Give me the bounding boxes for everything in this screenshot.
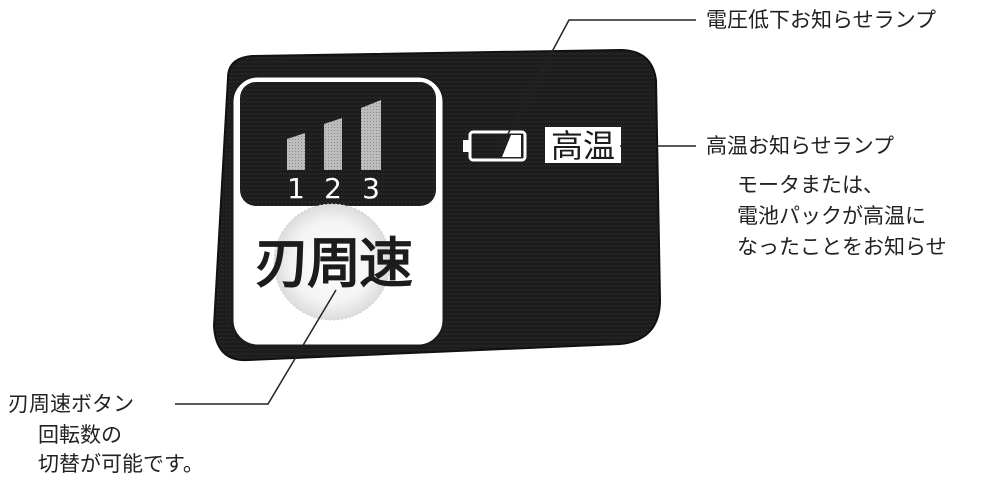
callout-speed-button-desc-1: 回転数の bbox=[38, 423, 122, 447]
speed-level-2: 2 bbox=[324, 172, 342, 205]
speed-bars-icon bbox=[287, 100, 381, 170]
speed-level-1: 1 bbox=[287, 172, 305, 205]
speed-bar-1 bbox=[287, 133, 305, 170]
leader-speed-button bbox=[175, 289, 337, 405]
callout-high-temp-desc-3: なったことをお知らせ bbox=[737, 235, 947, 259]
callout-speed-button-title: 刃周速ボタン bbox=[8, 392, 134, 416]
callout-low-voltage-title: 電圧低下お知らせランプ bbox=[706, 8, 936, 32]
high-temp-lamp-text: 高温 bbox=[551, 127, 615, 165]
callout-high-temp-desc-2: 電池パックが高温に bbox=[737, 204, 926, 228]
speed-button-label[interactable]: 刃周速 bbox=[255, 232, 415, 295]
callout-high-temp-title: 高温お知らせランプ bbox=[706, 134, 894, 158]
speed-bar-2 bbox=[324, 118, 342, 170]
callout-high-temp-desc-1: モータまたは、 bbox=[737, 173, 884, 197]
speed-button-glow[interactable] bbox=[273, 203, 391, 321]
callout-speed-button-desc-2: 切替が可能です。 bbox=[38, 452, 204, 476]
speed-bar-3 bbox=[361, 100, 381, 170]
battery-icon bbox=[463, 130, 527, 162]
leader-low-voltage bbox=[501, 19, 696, 146]
speed-level-3: 3 bbox=[362, 172, 380, 205]
high-temp-lamp bbox=[545, 127, 621, 163]
